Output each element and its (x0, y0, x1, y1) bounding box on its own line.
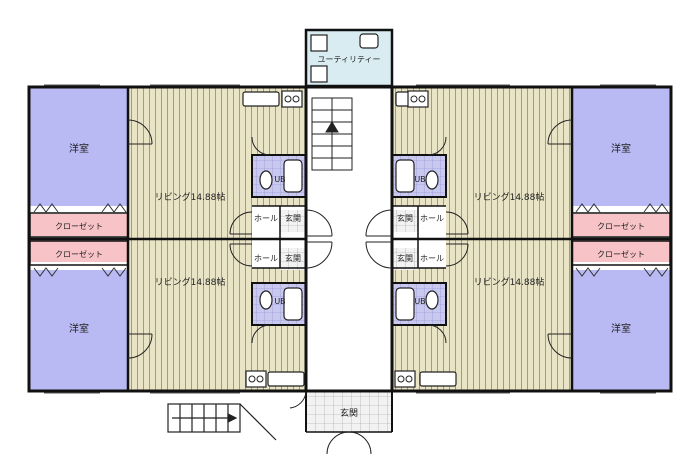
bath-fixtures (259, 159, 439, 321)
stove-burners (248, 95, 426, 383)
toilet-icon (425, 170, 439, 190)
stove-icon (407, 90, 429, 108)
genkan-tile-top-right (392, 210, 418, 232)
room-labels: 洋室 洋室 洋室 洋室 クローゼット クローゼット クローゼット クローゼット … (55, 55, 645, 419)
label-bath-top-left: UB (274, 175, 285, 184)
exterior-stairs-icon (167, 403, 277, 441)
door-swing-icon (251, 136, 271, 156)
label-closet-top-left: クローゼット (55, 221, 103, 231)
corridor (306, 86, 392, 392)
washing-machine-icon (310, 34, 328, 52)
door-swing-icon (445, 243, 469, 267)
label-genkan-bottom-right: 玄関 (397, 253, 413, 263)
closet-top-left (30, 214, 128, 236)
label-closet-bottom-right: クローゼット (597, 249, 645, 259)
label-genkan-top-right: 玄関 (397, 213, 413, 223)
label-hall-bottom-left: ホール (254, 254, 278, 263)
label-western-top-left: 洋室 (69, 142, 89, 155)
label-closet-top-right: クローゼット (597, 221, 645, 231)
western-room-bottom-left (30, 270, 128, 390)
door-swing-icon (305, 241, 333, 269)
label-western-top-right: 洋室 (611, 142, 631, 155)
door-swing-icon (127, 333, 153, 359)
door-swing-icon (365, 241, 393, 269)
door-swing-icon (547, 333, 573, 359)
building-entrance (306, 392, 392, 432)
stove-icon (394, 370, 416, 388)
bathtub-icon (395, 287, 415, 321)
closet-bottom-left (30, 240, 128, 262)
washing-machine-icon (310, 65, 328, 83)
stove-icon (245, 370, 267, 388)
label-living-bottom-right: リビング14.88帖 (474, 276, 545, 288)
kitchens (242, 90, 457, 388)
label-utility: ユーティリティー (317, 55, 380, 64)
closet-top-right (572, 214, 670, 236)
closet-door-icons (33, 203, 669, 277)
label-living-top-right: リビング14.88帖 (474, 191, 545, 203)
toilet-icon (259, 170, 273, 190)
label-building-entrance: 玄関 (340, 407, 358, 419)
stove-icon (281, 90, 303, 108)
label-genkan-bottom-left: 玄関 (285, 253, 301, 263)
door-swing-icon (547, 119, 573, 145)
label-living-bottom-left: リビング14.88帖 (155, 276, 226, 288)
label-western-bottom-right: 洋室 (611, 322, 631, 335)
kitchen-sink-icon (419, 371, 457, 387)
label-bath-bottom-left: UB (274, 297, 285, 306)
western-room-bottom-right (572, 270, 670, 390)
label-closet-bottom-left: クローゼット (55, 249, 103, 259)
label-hall-top-left: ホール (254, 214, 278, 223)
kitchen-sink-icon (267, 371, 305, 387)
genkan-tile-bottom-left (280, 248, 306, 270)
door-swing-icon (326, 431, 372, 455)
door-swing-icon (229, 243, 253, 267)
door-swing-icon (251, 324, 271, 344)
label-western-bottom-left: 洋室 (69, 322, 89, 335)
label-hall-bottom-right: ホール (420, 254, 444, 263)
toilet-icon (259, 290, 273, 310)
stairs-icon (311, 97, 353, 171)
label-living-top-left: リビング14.88帖 (155, 191, 226, 203)
door-swing-icon (427, 136, 447, 156)
door-swing-icon (127, 119, 153, 145)
unit-top-right (392, 88, 670, 238)
kitchen-sink-icon (242, 91, 280, 107)
door-swing-icon (229, 211, 253, 235)
door-swing-icon (427, 324, 447, 344)
bathtub-icon (283, 159, 303, 193)
genkan-tile-top-left (280, 210, 306, 232)
label-genkan-top-left: 玄関 (285, 213, 301, 223)
walls (27, 28, 673, 433)
windows (44, 84, 656, 394)
door-swing-icon (305, 209, 333, 237)
door-swing-icon (445, 211, 469, 235)
western-room-top-right (572, 88, 670, 206)
western-room-top-left (30, 88, 128, 206)
door-swing-icon (289, 391, 307, 409)
label-bath-bottom-right: UB (414, 297, 425, 306)
toilet-icon (425, 290, 439, 310)
bathtub-icon (283, 287, 303, 321)
door-swing-icon (365, 209, 393, 237)
genkan-tile-bottom-right (392, 248, 418, 270)
utility-fixtures (310, 33, 379, 83)
washbasin-icon (359, 33, 379, 49)
bathtub-icon (395, 159, 415, 193)
closet-bottom-right (572, 240, 670, 262)
label-hall-top-right: ホール (420, 214, 444, 223)
door-swing-icons (127, 119, 573, 455)
label-bath-top-right: UB (414, 175, 425, 184)
